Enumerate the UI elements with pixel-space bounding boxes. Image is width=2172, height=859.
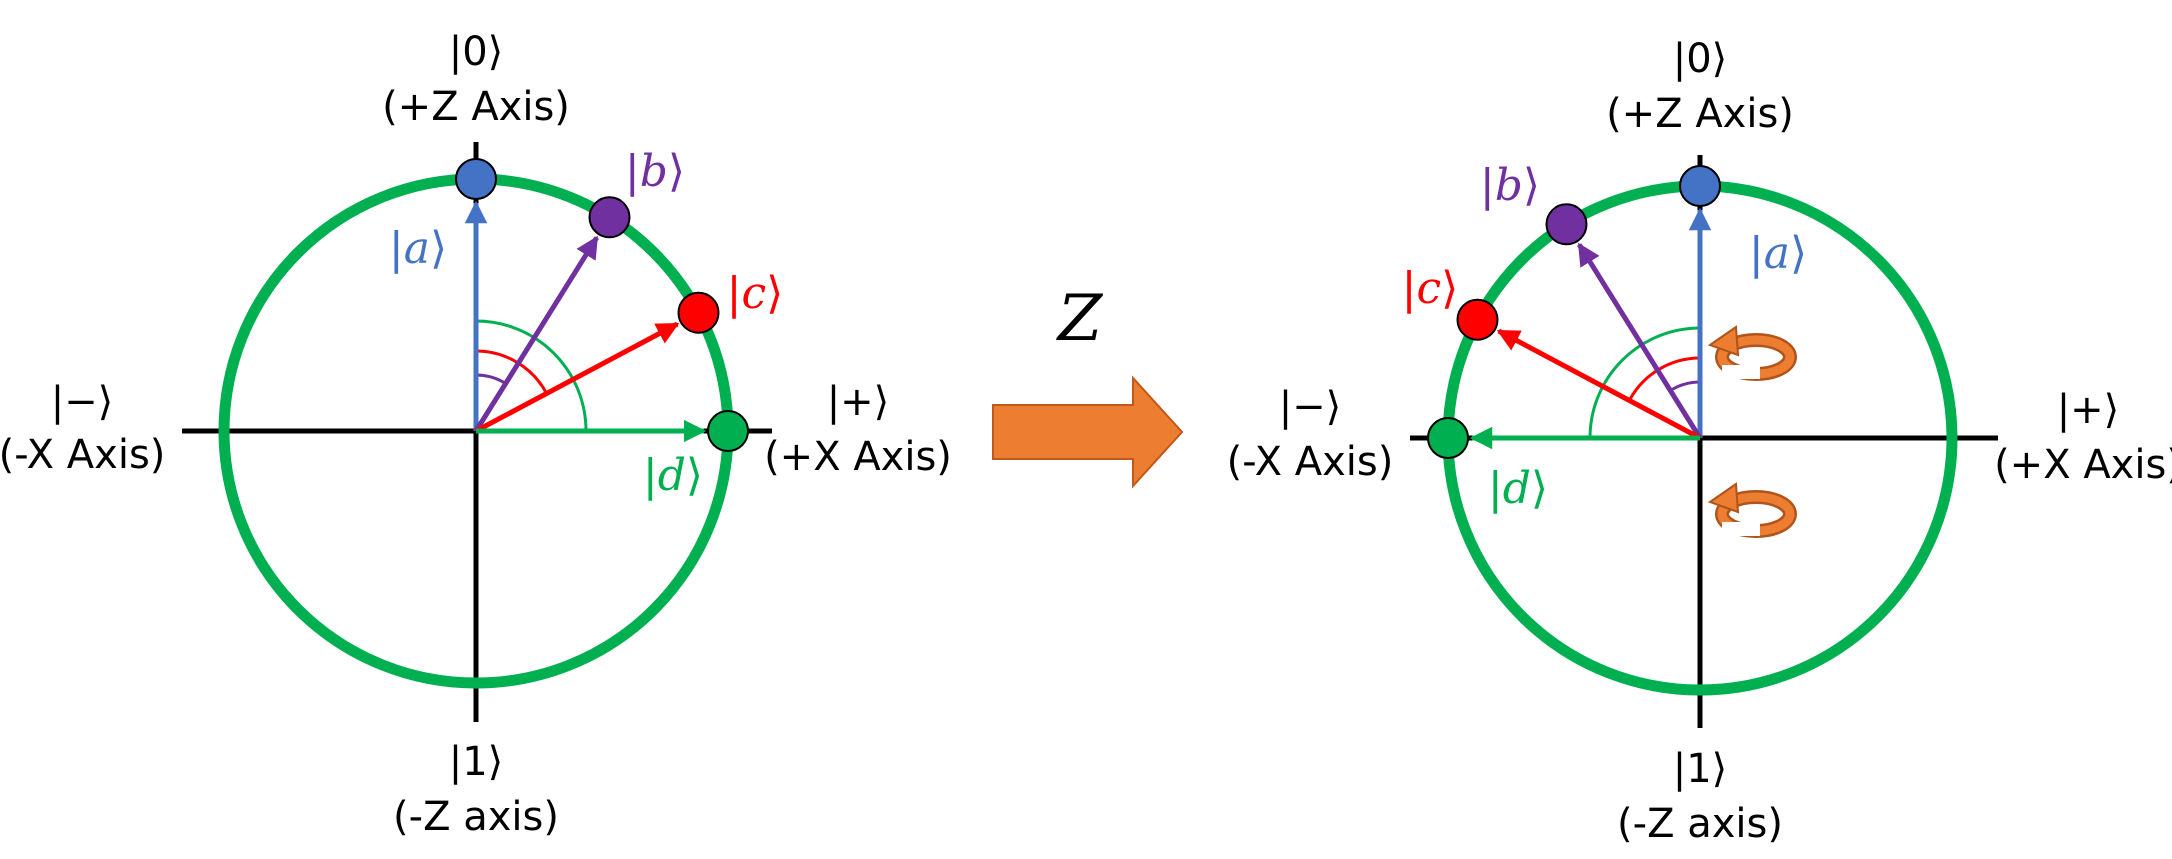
right-left-ket: |−⟩ — [1279, 384, 1342, 430]
left-ket-c-label: |c⟩ — [727, 268, 784, 319]
left-angle-arc-d — [475, 319, 588, 432]
right-bottom-ket: |1⟩ — [1673, 746, 1728, 792]
left-state-point-b — [588, 196, 631, 239]
z-gate-label: Z — [1056, 282, 1104, 356]
left-angle-arc-b — [475, 373, 507, 385]
right-right-ket: |+⟩ — [2057, 387, 2120, 433]
z-gate-transform: Z — [992, 282, 1184, 489]
right-state-point-a — [1679, 165, 1721, 207]
right-right-axis-label: (+X Axis) — [1994, 442, 2172, 488]
right-state-point-d — [1427, 417, 1469, 459]
left-left-axis-label: (-X Axis) — [0, 432, 165, 478]
right-bottom-axis-label: (-Z axis) — [1617, 801, 1783, 847]
left-top-axis-label: (+Z Axis) — [382, 84, 570, 130]
left-bottom-ket: |1⟩ — [449, 739, 504, 785]
left-right-ket: |+⟩ — [827, 379, 890, 425]
left-bottom-axis-label: (-Z axis) — [393, 794, 559, 840]
left-state-point-c — [677, 291, 720, 334]
left-left-ket: |−⟩ — [51, 379, 114, 425]
right-state-points — [1427, 165, 1721, 459]
left-angle-arcs — [475, 319, 588, 432]
left-ket-d-label: |d⟩ — [643, 450, 703, 501]
left-vector-b — [473, 235, 599, 433]
right-state-vectors — [1469, 207, 1712, 450]
right-ket-b-label: |b⟩ — [1480, 160, 1540, 211]
left-bloch-circle-group: |0⟩ (+Z Axis) |−⟩ (-X Axis) |+⟩ (+X Axis… — [0, 29, 952, 840]
right-ket-c-label: |c⟩ — [1402, 263, 1459, 314]
left-right-axis-label: (+X Axis) — [764, 434, 952, 480]
right-state-point-c — [1456, 298, 1499, 341]
left-state-vectors — [464, 200, 707, 443]
right-arrow-icon — [992, 375, 1184, 489]
right-angle-arc-d — [1588, 326, 1701, 439]
right-vector-c — [1496, 328, 1702, 441]
right-ket-a-label: |a⟩ — [1749, 228, 1807, 279]
left-top-ket: |0⟩ — [449, 29, 504, 75]
right-bloch-circle-group: |0⟩ (+Z Axis) |−⟩ (-X Axis) |+⟩ (+X Axis… — [1227, 36, 2172, 847]
left-state-point-a — [455, 158, 497, 200]
right-left-axis-label: (-X Axis) — [1227, 439, 1394, 485]
curved-rotation-arrow-icon — [1707, 482, 1797, 538]
left-ket-a-label: |a⟩ — [389, 223, 447, 274]
right-top-axis-label: (+Z Axis) — [1606, 91, 1794, 137]
left-ket-b-label: |b⟩ — [625, 146, 685, 197]
right-angle-arc-b — [1669, 380, 1701, 392]
right-top-ket: |0⟩ — [1673, 36, 1728, 82]
left-state-points — [455, 158, 749, 452]
right-angle-arcs — [1588, 326, 1701, 439]
right-ket-d-label: |d⟩ — [1488, 463, 1548, 514]
curved-rotation-arrow-icon — [1707, 325, 1797, 381]
left-vector-c — [474, 321, 680, 434]
right-state-point-b — [1545, 203, 1588, 246]
left-state-point-d — [707, 410, 749, 452]
right-vector-b — [1577, 242, 1703, 440]
